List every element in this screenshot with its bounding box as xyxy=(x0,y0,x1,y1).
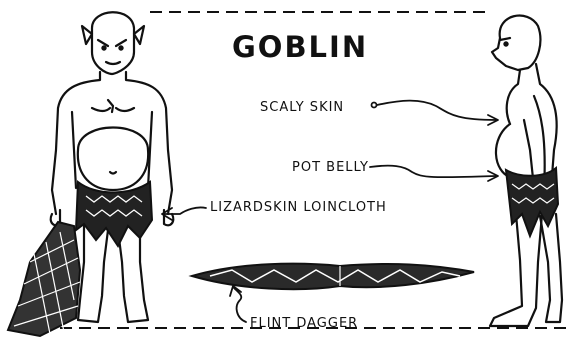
loincloth-arrow xyxy=(162,207,206,220)
page-title: GOBLIN xyxy=(232,30,368,64)
front-loincloth xyxy=(76,182,152,246)
side-loincloth xyxy=(506,168,558,236)
dagger-arrow xyxy=(230,286,246,322)
callout-flint-dagger: FLINT DAGGER xyxy=(250,316,358,331)
pot-belly-arrow xyxy=(370,166,498,181)
flint-dagger xyxy=(192,264,474,289)
callout-pot-belly: POT BELLY xyxy=(292,160,369,175)
callout-scaly-skin: SCALY SKIN xyxy=(260,100,344,115)
callout-lizardskin-loincloth: LIZARDSKIN LOINCLOTH xyxy=(210,200,387,215)
held-lizard-skin xyxy=(8,222,80,336)
scaly-skin-arrow xyxy=(372,101,499,125)
